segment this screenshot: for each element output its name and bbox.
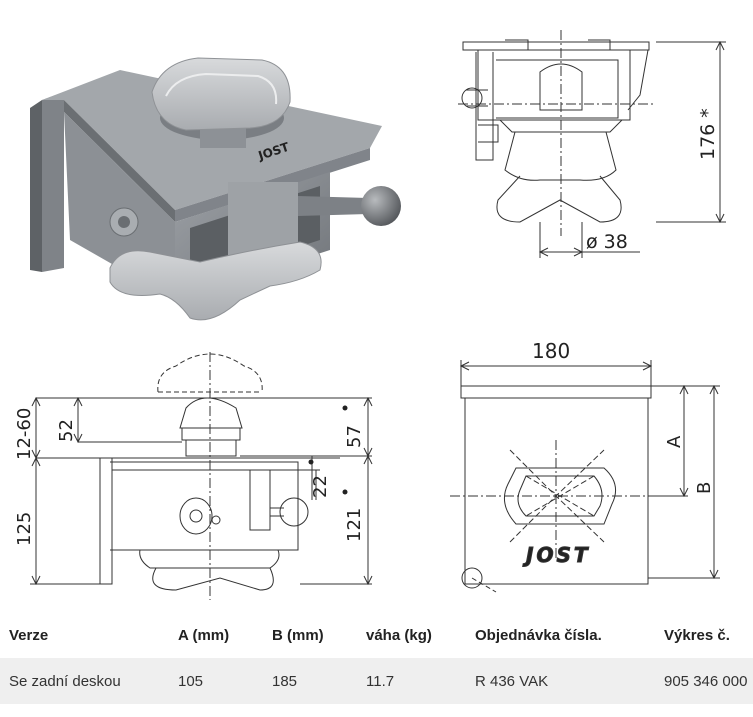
dimension-12-60: 12-60 bbox=[14, 408, 35, 460]
table-header-row: Verze A (mm) B (mm) váha (kg) Objednávka… bbox=[0, 612, 753, 658]
dimension-57: 57 bbox=[344, 425, 365, 448]
dimension-22: 22 bbox=[310, 475, 331, 498]
dimension-121-marker bbox=[342, 489, 348, 495]
front-view-drawing bbox=[450, 360, 720, 593]
cell-weight: 11.7 bbox=[357, 658, 466, 704]
header-drawing-number: Výkres č. bbox=[664, 626, 730, 644]
header-a-mm: A (mm) bbox=[178, 626, 230, 644]
table-row: Se zadní deskou 105 185 11.7 R 436 VAK 9… bbox=[0, 658, 753, 704]
cell-drawing-number: 905 346 000 bbox=[655, 658, 753, 704]
cell-a-mm: 105 bbox=[169, 658, 263, 704]
dimension-b: B bbox=[694, 482, 715, 494]
header-b-mm: B (mm) bbox=[272, 626, 324, 644]
cell-b-mm: 185 bbox=[263, 658, 357, 704]
side-view-drawing bbox=[30, 352, 373, 600]
header-version: Verze bbox=[9, 626, 49, 644]
dimension-diameter-38: ø 38 bbox=[586, 231, 628, 253]
technical-drawing: JOST 176 * ø 38 bbox=[14, 30, 726, 600]
header-weight: váha (kg) bbox=[366, 626, 432, 644]
top-view-drawing bbox=[458, 30, 726, 258]
dimension-125: 125 bbox=[14, 512, 35, 546]
dimension-180: 180 bbox=[532, 339, 570, 363]
dimension-57-marker bbox=[342, 405, 348, 411]
cell-version: Se zadní deskou bbox=[0, 658, 169, 704]
product-render: JOST bbox=[30, 57, 401, 321]
dimension-22-marker bbox=[308, 459, 314, 465]
dimension-52: 52 bbox=[56, 419, 77, 442]
dimension-176: 176 * bbox=[697, 108, 719, 160]
dimension-a: A bbox=[664, 435, 685, 448]
cell-order-number: R 436 VAK bbox=[466, 658, 655, 704]
spec-table: Verze A (mm) B (mm) váha (kg) Objednávka… bbox=[0, 612, 753, 704]
front-view-logo: JOST bbox=[522, 543, 591, 567]
header-order-number: Objednávka čísla. bbox=[475, 626, 602, 644]
dimension-121: 121 bbox=[344, 508, 365, 542]
